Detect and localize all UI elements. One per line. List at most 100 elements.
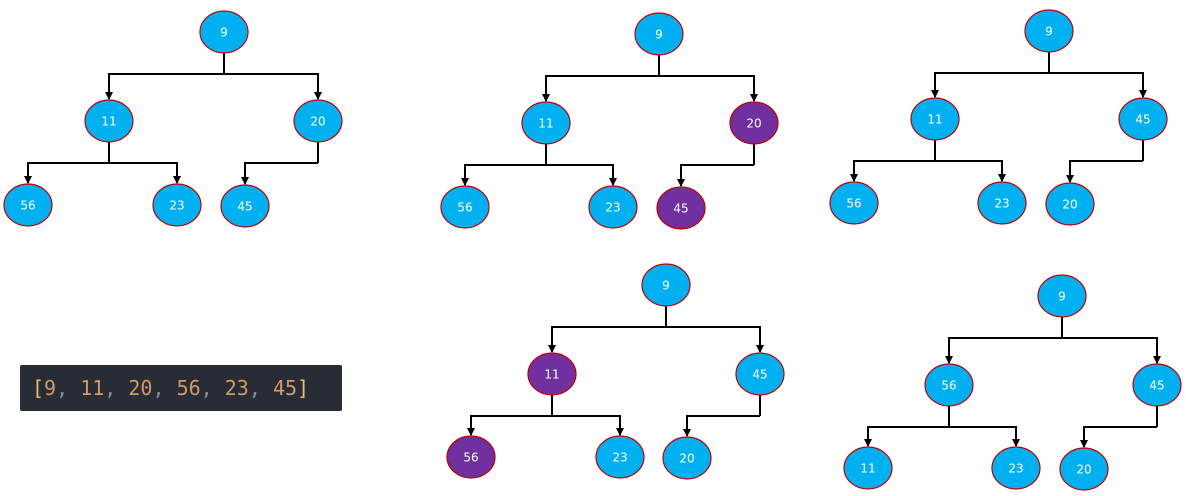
node-circle [829,181,879,225]
array-open-bracket: [ [32,376,45,400]
edge-arrow [467,415,552,436]
edge-arrow [548,326,666,353]
tree-3: 9 11 45 56 23 20 [829,9,1168,226]
node-circle [595,435,645,479]
array-value: 11 [80,376,105,400]
tree-node: 23 [991,446,1041,490]
node-circle [1024,9,1074,53]
node-circle-highlighted [446,435,496,479]
array-separator: , [104,376,129,400]
tree-node: 56 [829,181,879,225]
node-circle [924,363,974,407]
array-value: 56 [176,376,201,400]
node-circle [521,101,571,145]
node-label: 23 [994,197,1009,211]
node-label: 11 [927,113,942,127]
node-circle [199,10,249,54]
edge-arrow [105,73,224,100]
node-circle [84,99,134,143]
node-circle [735,352,785,396]
node-label: 20 [310,115,325,129]
node-circle [1037,274,1087,318]
tree-node: 9 [641,263,691,307]
array-close-bracket: ] [297,376,310,400]
node-label: 45 [237,200,252,214]
node-circle [641,263,691,307]
node-label: 45 [1135,113,1150,127]
edge-arrow [683,415,760,437]
node-circle [152,183,202,227]
node-circle [220,184,270,228]
tree-node: 9 [1024,9,1074,53]
node-label: 11 [101,115,116,129]
node-label: 9 [655,28,663,42]
node-circle [293,99,343,143]
tree-node: 20 [293,99,343,143]
node-circle-highlighted [656,186,706,230]
tree-node: 20 [1059,447,1109,491]
node-label: 20 [1076,463,1091,477]
node-label: 9 [1045,25,1053,39]
array-value: 20 [128,376,153,400]
tree-node: 9 [1037,274,1087,318]
edge-arrow [24,162,109,184]
edge-arrow [864,426,949,447]
tree-node: 45 [1118,97,1168,141]
node-circle-highlighted [527,352,577,396]
node-label: 9 [662,279,670,293]
node-circle [1059,447,1109,491]
node-circle-highlighted [729,101,779,145]
node-label: 23 [612,451,627,465]
edge-arrow [542,75,659,102]
tree-node: 20 [729,101,779,145]
node-circle [910,97,960,141]
edge-arrow [945,337,1062,364]
node-circle [1132,363,1182,407]
edge-arrow [109,162,181,184]
node-label: 11 [860,462,875,476]
node-circle [3,183,53,227]
array-value: 9 [44,376,57,400]
array-separator: , [248,376,273,400]
tree-node: 9 [634,12,684,56]
array-value: 23 [224,376,249,400]
edge-arrow [659,75,758,102]
node-label: 23 [605,201,620,215]
node-label: 20 [1062,198,1077,212]
array-value: 45 [272,376,298,400]
node-label: 56 [846,197,861,211]
node-label: 45 [673,202,688,216]
node-label: 11 [538,117,553,131]
tree-node: 56 [440,185,490,229]
node-circle [634,12,684,56]
array-separator: , [152,376,177,400]
node-circle [1118,97,1168,141]
tree-node: 56 [924,363,974,407]
tree-node: 11 [84,99,134,143]
tree-node: 23 [977,181,1027,225]
tree-node: 45 [1132,363,1182,407]
tree-2: 9 11 20 56 23 45 [440,12,779,230]
node-label: 45 [752,368,767,382]
node-label: 45 [1149,379,1164,393]
edge-arrow [666,326,764,353]
edge-arrow [241,162,318,185]
node-label: 56 [941,379,956,393]
node-label: 56 [457,201,472,215]
array-code-snippet: [9, 11, 20, 56, 23, 45] [20,365,342,411]
tree-node: 56 [446,435,496,479]
node-label: 9 [1058,290,1066,304]
node-circle [662,436,712,480]
tree-node: 56 [3,183,53,227]
node-label: 23 [1008,462,1023,476]
edge-arrow [546,164,617,186]
tree-node: 23 [595,435,645,479]
node-circle [440,185,490,229]
edge-arrow [1080,426,1157,448]
tree-node: 11 [910,97,960,141]
node-circle [977,181,1027,225]
node-circle [1045,182,1095,226]
